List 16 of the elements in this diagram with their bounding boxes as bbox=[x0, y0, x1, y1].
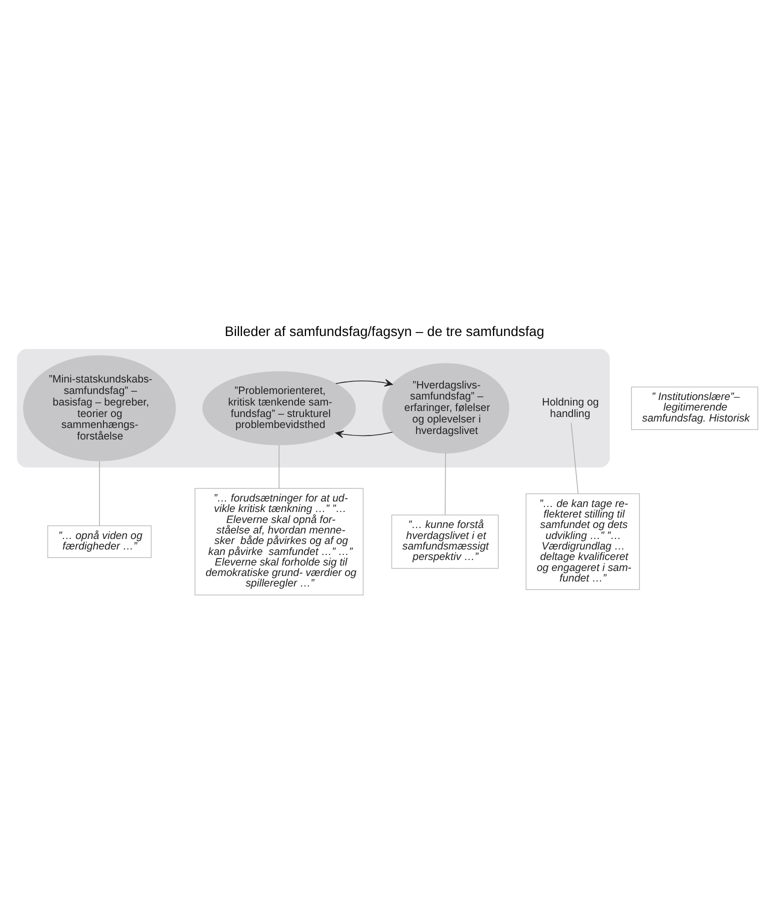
arrow bbox=[335, 378, 393, 386]
node-box: ”… opnå viden og færdigheder …” bbox=[47, 524, 152, 558]
connector bbox=[444, 452, 446, 515]
diagram-title: Billeder af samfundsfag/fagsyn – de tre samfundsfag bbox=[224, 324, 544, 339]
node-box: ”… forudsætninger for at ud- vikle kritisk tænkning …” ”… Eleverne skal opnå for- ståelse af, hvordan menne- sker både påvirkes og af og kan påvirke samfundet …” …” Eleverne skal forholde sig til demokratiske grund- værdier og spilleregler …” bbox=[194, 488, 364, 595]
cluster bbox=[16, 348, 610, 467]
node-box: ”… de kan tage re- flekteret stilling til samfundet og dets udvikling …” ”… Værdigrundlag … deltage kvalificeret og engageret i sam- fundet …” bbox=[526, 492, 640, 590]
connector bbox=[278, 444, 280, 488]
connector bbox=[99, 460, 100, 526]
connector bbox=[570, 422, 578, 494]
node-text: Holdning og handling bbox=[542, 396, 599, 420]
node-ellipse: ”Mini-statskundskabs- samfundsfag” – basisfag – begreber, teorier og sammenhængs- forståelse bbox=[23, 354, 176, 461]
arrow bbox=[335, 430, 393, 438]
node-ellipse: ”Problemorienteret, kritisk tænkende sam- fundsfag” – strukturel problembevidsthed bbox=[202, 370, 356, 445]
node-box: ” Institutionslære”– legitimerende samfundsfag. Historisk bbox=[631, 386, 758, 430]
node-box: ”… kunne forstå hverdagslivet i et samfundsmæssigt perspektiv …” bbox=[391, 514, 499, 568]
